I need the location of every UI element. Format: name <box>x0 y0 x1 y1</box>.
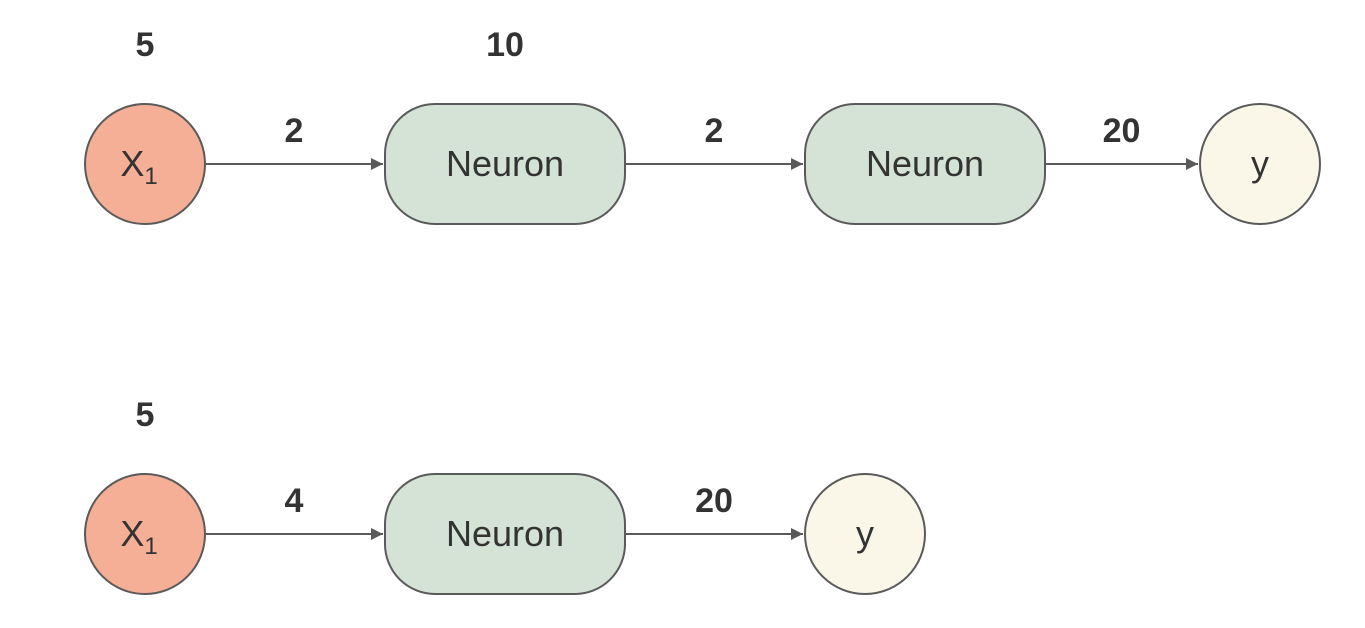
output-circle <box>1199 103 1321 225</box>
input-node: X1 5 <box>84 396 206 595</box>
edge-weight-label: 20 <box>1103 112 1141 150</box>
node-value-label: 5 <box>136 396 155 434</box>
output-circle <box>804 473 926 595</box>
neuron-shape <box>804 103 1046 225</box>
input-subscript: 1 <box>144 163 157 190</box>
input-variable-name: X <box>120 513 144 554</box>
edge-weight-label: 2 <box>285 112 304 150</box>
input-label: X1 <box>120 143 157 190</box>
neuron-shape <box>384 473 626 595</box>
input-node: X1 5 <box>84 26 206 225</box>
input-variable-name: X <box>120 143 144 184</box>
output-label: y <box>1251 143 1269 184</box>
neuron-node: Neuron <box>804 103 1046 225</box>
edge-weight-label: 20 <box>695 482 733 520</box>
input-label: X1 <box>120 513 157 560</box>
edge-weight-label: 2 <box>705 112 724 150</box>
output-label: y <box>856 513 874 554</box>
input-circle <box>84 103 206 225</box>
input-subscript: 1 <box>144 533 157 560</box>
output-node: y <box>1199 103 1321 225</box>
input-circle <box>84 473 206 595</box>
neuron-node: Neuron <box>384 473 626 595</box>
neuron-node: Neuron 10 <box>384 26 626 225</box>
neuron-label: Neuron <box>446 513 564 554</box>
node-value-label: 5 <box>136 26 155 64</box>
neuron-shape <box>384 103 626 225</box>
neuron-label: Neuron <box>866 143 984 184</box>
edge-weight-label: 4 <box>285 482 304 520</box>
neuron-label: Neuron <box>446 143 564 184</box>
output-node: y <box>804 473 926 595</box>
node-value-label: 10 <box>486 26 524 64</box>
